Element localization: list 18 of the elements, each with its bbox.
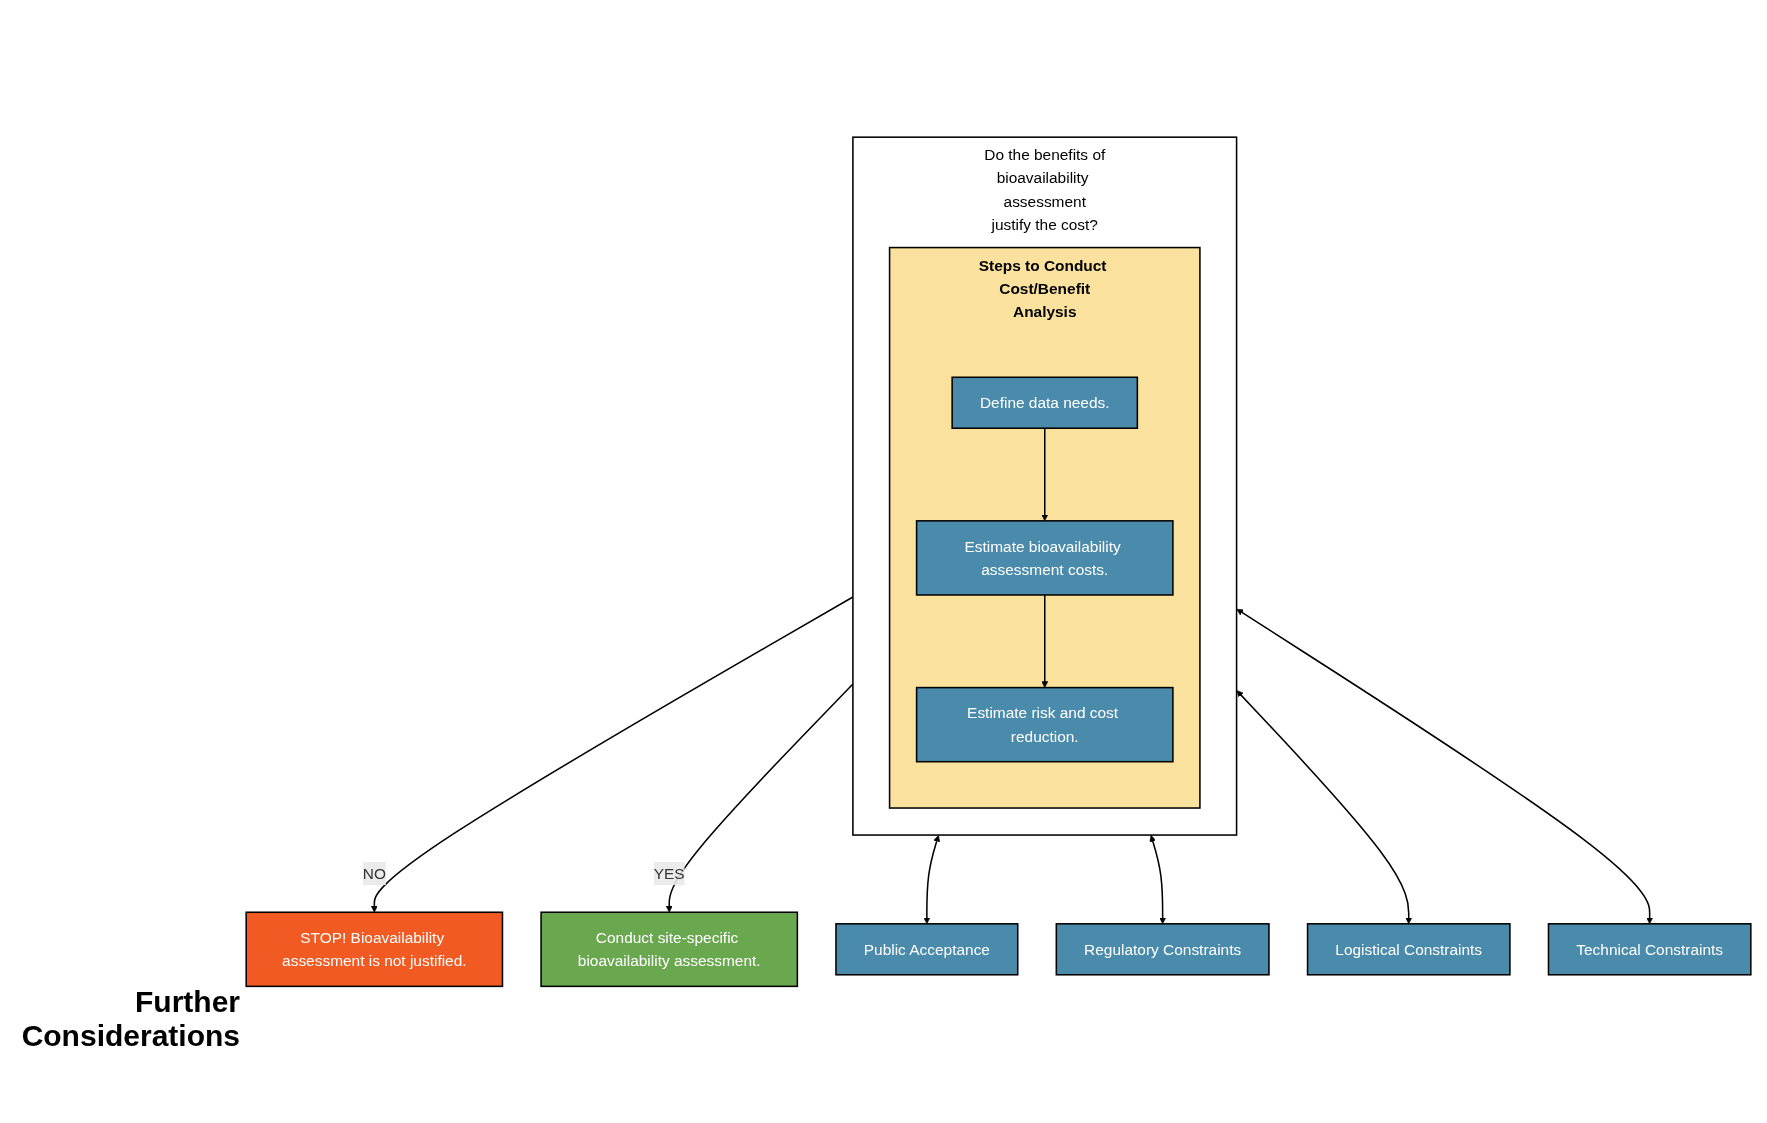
edge-label: NO — [362, 864, 386, 882]
node-box: Estimate risk and cost reduction. — [915, 686, 1174, 763]
arrow — [1041, 593, 1049, 688]
arrow — [1236, 608, 1654, 924]
node-box: Estimate bioavailability assessment costs. — [915, 519, 1174, 596]
node-box: STOP! Bioavailability assessment is not justified. — [245, 911, 504, 987]
node-box: Conduct site-specific bioavailability assessment. — [540, 911, 799, 987]
arrow — [923, 834, 940, 924]
node-box: Define data needs. — [951, 376, 1139, 429]
node-box: Logistical Constraints — [1306, 922, 1511, 976]
node-box: Regulatory Constraints — [1055, 922, 1270, 976]
arrow — [1236, 690, 1413, 924]
side-label: Further Considerations — [20, 985, 240, 1053]
arrow — [1149, 834, 1167, 924]
arrow — [1041, 427, 1049, 521]
node-box: Technical Constraints — [1547, 922, 1752, 976]
node-box: Public Acceptance — [835, 922, 1019, 976]
edge-label: YES — [653, 864, 685, 882]
